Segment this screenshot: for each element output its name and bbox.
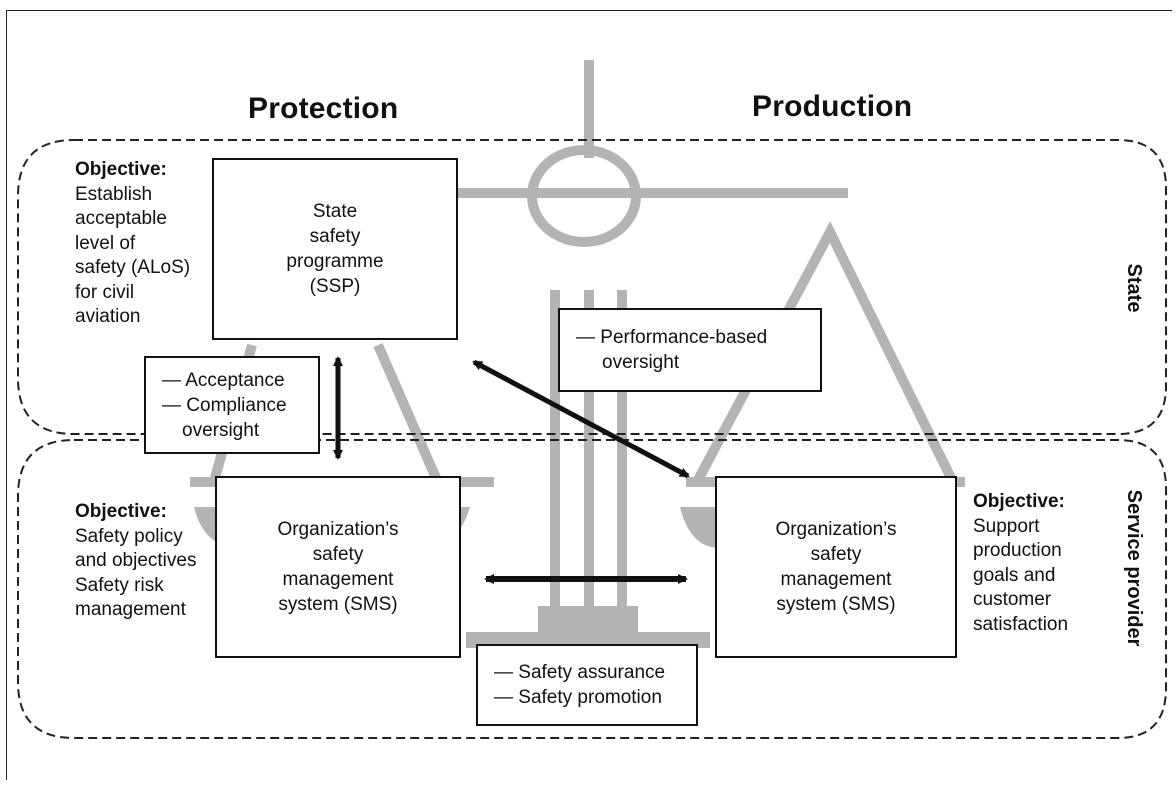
- sms-left-line: safety: [312, 544, 364, 565]
- objective-line: Establish: [75, 183, 153, 205]
- acceptance-line: — Compliance: [162, 394, 287, 416]
- column-base-top: [538, 606, 638, 636]
- objective-line: production: [973, 540, 1062, 561]
- heading-protection: Protection: [248, 92, 399, 125]
- sms-left-line: management: [282, 569, 394, 590]
- objective-line: level of: [75, 232, 136, 254]
- heading-production: Production: [752, 90, 913, 123]
- sms-right-line: management: [780, 569, 892, 590]
- ssp-line: (SSP): [309, 276, 361, 297]
- objective-state: Objective: Establish acceptable level of…: [75, 158, 190, 330]
- service-provider-zone-border: [17, 439, 1167, 739]
- sms-right-box: Organization’s safety management system …: [715, 476, 957, 658]
- sms-right-line: safety: [810, 544, 862, 565]
- acceptance-line: — Acceptance: [162, 369, 285, 391]
- acceptance-line: oversight: [182, 419, 260, 441]
- right-pan-hanger: [693, 221, 957, 483]
- performance-line: — Performance-based: [576, 327, 768, 348]
- assurance-promotion-box: — Safety assurance — Safety promotion: [476, 644, 698, 726]
- ssp-box: State safety programme (SSP): [212, 158, 458, 340]
- zone-label-service-provider: Service provider: [1123, 489, 1145, 647]
- figure-frame: [6, 10, 1172, 780]
- objective-line: goals and: [973, 564, 1056, 586]
- assurance-line: — Safety promotion: [494, 687, 662, 708]
- objective-title: Objective:: [973, 491, 1065, 512]
- ssp-line: State: [312, 201, 358, 222]
- objective-line: safety (ALoS): [75, 257, 191, 278]
- objective-service-left: Objective: Safety policy and objectives …: [75, 500, 196, 623]
- ssp-line: programme: [286, 251, 384, 272]
- objective-line: Support: [973, 515, 1040, 537]
- sms-left-box: Organization’s safety management system …: [215, 476, 461, 658]
- performance-oversight-box: — Performance-based oversight: [558, 308, 822, 392]
- sms-right-line: system (SMS): [776, 594, 896, 615]
- objective-line: customer: [973, 589, 1052, 610]
- state-zone-border: [17, 139, 1167, 435]
- sms-right-line: Organization’s: [775, 519, 897, 540]
- acceptance-box: — Acceptance — Compliance oversight: [144, 356, 320, 454]
- objective-line: management: [75, 599, 186, 620]
- ssp-line: safety: [309, 226, 361, 247]
- objective-title: Objective:: [75, 501, 167, 522]
- objective-line: and objectives: [75, 550, 197, 571]
- objective-line: satisfaction: [973, 613, 1069, 635]
- objective-line: acceptable: [75, 208, 167, 229]
- performance-line: oversight: [602, 352, 680, 373]
- arrow-ssp-sms-right: [472, 359, 690, 479]
- zone-label-state: State: [1123, 263, 1145, 313]
- objective-service-right: Objective: Support production goals and …: [973, 490, 1068, 637]
- objective-line: aviation: [75, 306, 141, 327]
- left-hanger-right: [373, 343, 441, 480]
- objective-line: for civil: [75, 281, 135, 303]
- assurance-line: — Safety assurance: [494, 662, 666, 683]
- objective-line: Safety risk: [75, 574, 164, 596]
- sms-left-line: Organization’s: [277, 519, 399, 540]
- objective-line: Safety policy: [75, 525, 183, 547]
- objective-title: Objective:: [75, 159, 167, 180]
- sms-left-line: system (SMS): [278, 594, 398, 615]
